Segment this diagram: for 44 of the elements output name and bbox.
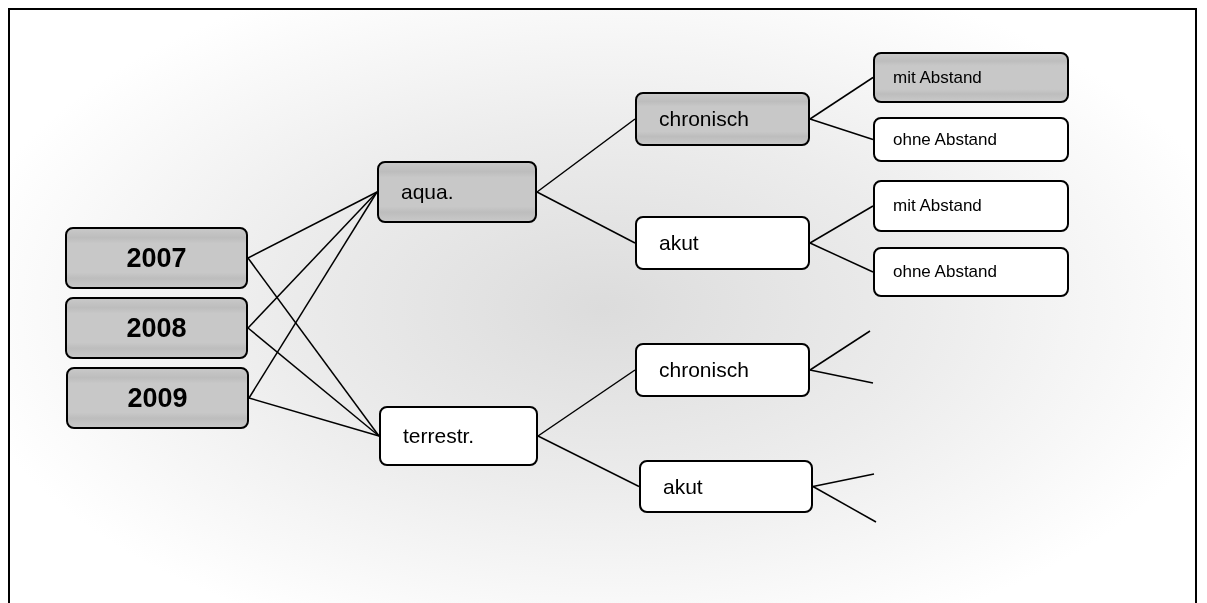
category-box <box>66 367 249 429</box>
category-box <box>65 227 248 289</box>
connector-line <box>809 369 874 384</box>
connector-line <box>247 191 378 329</box>
connector-line <box>248 397 380 437</box>
connector-line <box>247 257 380 437</box>
category-label: akut <box>659 231 699 255</box>
category-box <box>873 52 1069 103</box>
category-label: akut <box>663 474 703 499</box>
connector-line <box>809 118 874 141</box>
category-box <box>65 297 248 359</box>
category-label: ohne Abstand <box>893 129 997 150</box>
category-box <box>377 161 537 223</box>
category-box <box>639 460 813 513</box>
category-label: mit Abstand <box>893 67 982 88</box>
connector-line <box>812 473 875 488</box>
category-label: aqua. <box>401 180 454 204</box>
category-box <box>873 180 1069 232</box>
category-label: terrestr. <box>403 424 475 448</box>
category-label: chronisch <box>659 358 749 382</box>
category-box <box>635 216 810 270</box>
category-label: mit Abstand <box>893 196 982 216</box>
category-label: chronisch <box>659 107 749 131</box>
connector-line <box>537 369 636 437</box>
category-box <box>873 247 1069 297</box>
category-label: 2007 <box>126 242 187 274</box>
category-box <box>379 406 538 466</box>
category-label: 2009 <box>127 382 188 414</box>
connector-line <box>812 485 877 523</box>
category-label: 2008 <box>126 312 187 344</box>
category-box <box>873 117 1069 162</box>
connector-line <box>247 327 380 437</box>
connector-line <box>809 76 874 120</box>
category-label: ohne Abstand <box>893 262 997 282</box>
connector-line <box>248 191 378 399</box>
category-box <box>635 343 810 397</box>
connector-line <box>536 118 636 193</box>
category-box <box>635 92 810 146</box>
connector-line <box>537 435 640 488</box>
connector-line <box>809 205 874 244</box>
connector-line <box>247 191 378 259</box>
connector-line <box>536 191 636 244</box>
connector-line <box>809 242 874 273</box>
connector-line <box>809 330 871 371</box>
